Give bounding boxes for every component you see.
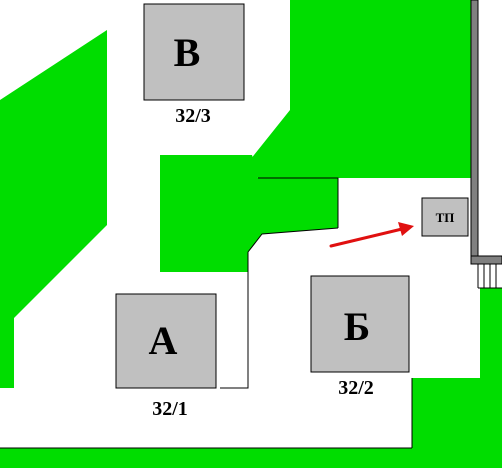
substation-tp: ТП	[421, 197, 469, 237]
green-area-top-right	[250, 0, 471, 178]
substation-shape	[421, 197, 469, 237]
gate-block	[470, 255, 502, 265]
building-v-shape	[143, 3, 245, 101]
building-v: В 32/3	[143, 3, 245, 127]
green-area-center	[160, 155, 338, 272]
green-area-left	[0, 30, 107, 388]
boundary-wall	[470, 0, 502, 289]
path-edge-line	[220, 227, 339, 389]
building-a-shape	[115, 293, 217, 389]
building-a: А 32/1	[115, 293, 217, 420]
wall-bar	[470, 0, 479, 263]
building-v-number: 32/3	[175, 105, 211, 127]
red-arrow-icon	[329, 222, 414, 248]
building-v-letter: В	[174, 30, 201, 75]
building-b-letter: Б	[344, 304, 370, 349]
stairs-icon	[477, 264, 502, 289]
green-strip-bottom	[0, 448, 502, 468]
building-a-letter: А	[149, 318, 178, 363]
building-b-shape	[310, 275, 410, 373]
green-outlines	[0, 177, 413, 449]
road-edge-line	[258, 177, 339, 228]
building-b: Б 32/2	[310, 275, 410, 399]
building-a-number: 32/1	[152, 398, 188, 420]
building-b-number: 32/2	[338, 377, 374, 399]
substation-label: ТП	[436, 210, 455, 225]
green-area-bottom-right	[412, 288, 502, 468]
